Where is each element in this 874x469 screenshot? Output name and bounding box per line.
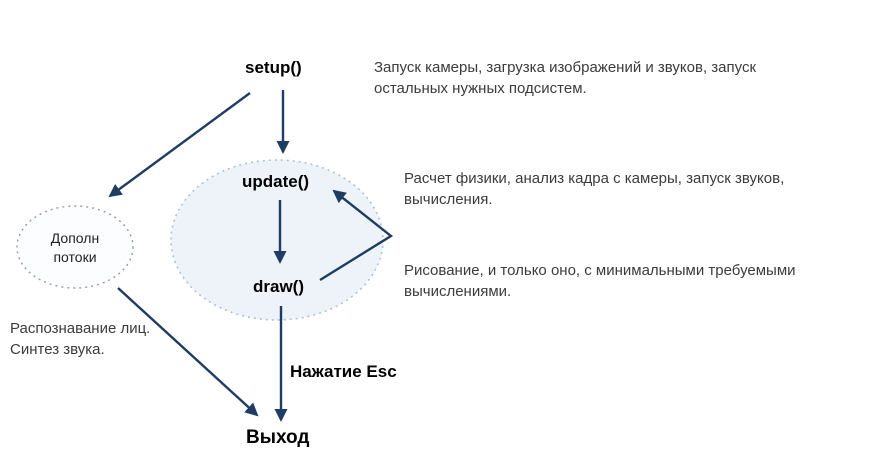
setup-annotation-line2: остальных нужных подсистем. — [374, 80, 587, 97]
draw-annotation-line2: вычислениями. — [404, 283, 512, 300]
draw-annotation: Рисование, и только оно, с минимальными … — [404, 260, 796, 302]
threads-node-line1: Дополн — [50, 230, 100, 246]
arrow-setup-to-threads — [108, 92, 251, 198]
update-annotation-line1: Расчет физики, анализ кадра с камеры, за… — [404, 170, 785, 187]
draw-node: draw() — [253, 277, 304, 296]
update-annotation-line2: вычисления. — [404, 191, 493, 208]
arrow-draw-to-update-loop — [319, 189, 394, 282]
draw-annotation-line1: Рисование, и только оно, с минимальными … — [404, 262, 796, 279]
update-annotation: Расчет физики, анализ кадра с камеры, за… — [404, 168, 784, 210]
threads-node: Дополн потоки — [20, 229, 130, 267]
threads-node-line2: потоки — [53, 249, 97, 265]
setup-node: setup() — [245, 58, 302, 77]
threads-annotation-line2: Синтез звука. — [10, 341, 105, 358]
exit-node: Выход — [246, 427, 310, 448]
update-node: update() — [242, 172, 310, 191]
threads-annotation-line1: Распознавание лиц. — [10, 320, 151, 337]
threads-ellipse — [16, 205, 134, 289]
setup-annotation-line1: Запуск камеры, загрузка изображений и зв… — [374, 59, 757, 76]
threads-annotation: Распознавание лиц. Синтез звука. — [10, 318, 150, 360]
arrow-threads-to-exit — [117, 287, 259, 417]
esc-press-label: Нажатие Esc — [290, 362, 397, 381]
setup-annotation: Запуск камеры, загрузка изображений и зв… — [374, 57, 756, 99]
